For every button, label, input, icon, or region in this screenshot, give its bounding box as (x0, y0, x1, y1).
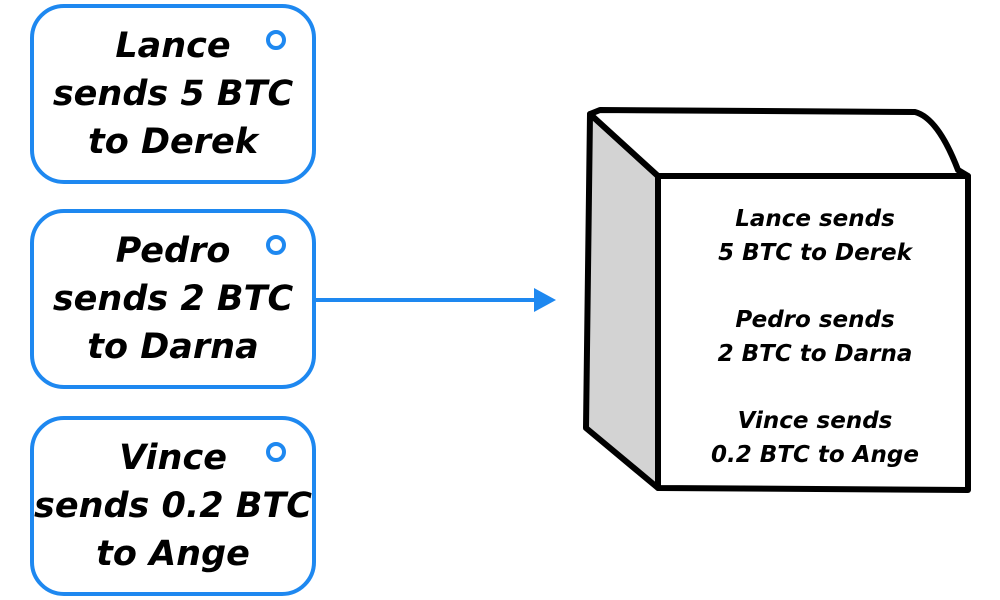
block-entry-1: Lance sends 5 BTC to Derek (662, 202, 968, 270)
block-front-face (655, 173, 971, 493)
block-entry-3: Vince sends 0.2 BTC to Ange (662, 404, 968, 472)
transaction-card-2: Pedro sends 2 BTC to Darna (30, 209, 316, 389)
block-entry-1-line-1: Lance sends (735, 206, 895, 232)
transaction-1-line-1: Lance (115, 26, 231, 66)
circle-icon (266, 235, 286, 255)
block-entry-3-line-2: 0.2 BTC to Ange (711, 442, 919, 468)
block-entry-1-line-2: 5 BTC to Derek (718, 240, 912, 266)
circle-icon (266, 442, 286, 462)
transaction-3-line-1: Vince (119, 438, 227, 478)
transaction-2-line-2: sends 2 BTC (52, 279, 294, 319)
arrow-head-icon (534, 288, 556, 312)
block-entry-2-line-2: 2 BTC to Darna (717, 341, 913, 367)
transaction-card-3: Vince sends 0.2 BTC to Ange (30, 416, 316, 596)
transaction-2-line-1: Pedro (115, 231, 231, 271)
transaction-3-line-3: to Ange (96, 534, 250, 574)
transaction-1-line-2: sends 5 BTC (52, 74, 294, 114)
circle-icon (266, 30, 286, 50)
block-entry-2-line-1: Pedro sends (735, 307, 895, 333)
block-top-face (587, 107, 971, 179)
transaction-1-line-3: to Derek (87, 122, 259, 162)
block-entry-2: Pedro sends 2 BTC to Darna (662, 303, 968, 371)
block-entry-3-line-1: Vince sends (737, 408, 893, 434)
transaction-2-line-3: to Darna (87, 327, 259, 367)
transaction-card-1: Lance sends 5 BTC to Derek (30, 4, 316, 184)
transaction-3-line-2: sends 0.2 BTC (34, 486, 312, 526)
